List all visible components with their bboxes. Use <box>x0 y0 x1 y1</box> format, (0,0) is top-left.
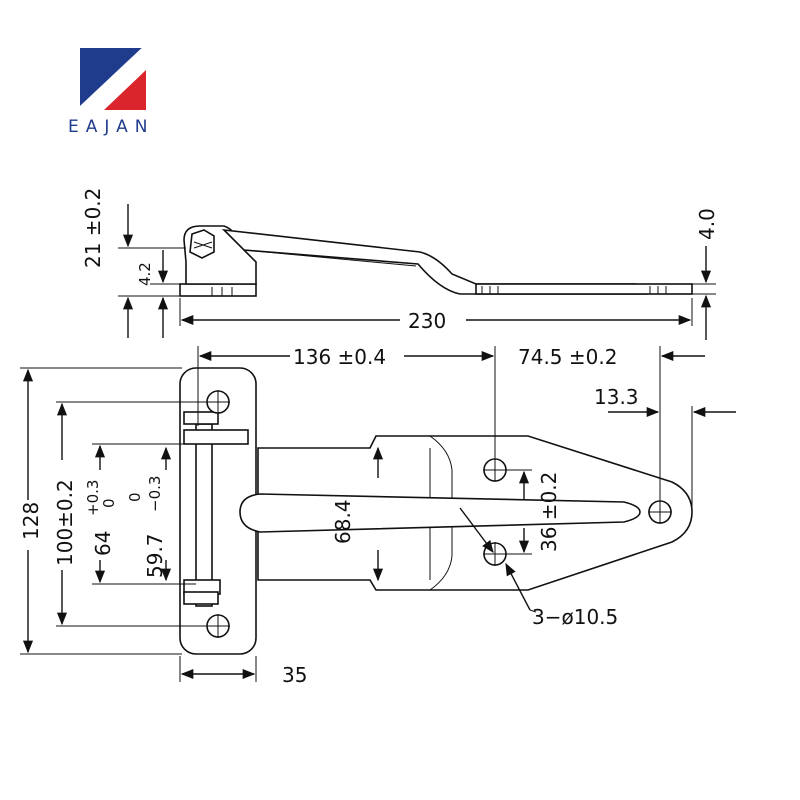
plan-view <box>179 367 693 655</box>
dim-hole-spacing: 100±0.2 <box>53 479 77 566</box>
side-view <box>179 225 693 297</box>
brand-logo: EAJAN <box>68 45 154 137</box>
dim-pivot-to-hole: 136 ±0.4 <box>293 345 386 369</box>
logo-stroke <box>77 45 149 113</box>
dim-59-tol-upper: 0 <box>126 492 144 502</box>
dim-end-offset: 13.3 <box>594 385 639 409</box>
dim-end-thickness: 4.0 <box>695 208 719 240</box>
strap-hole-end <box>648 500 672 524</box>
dim-59-tol-lower: −0.3 <box>146 476 164 512</box>
dim-hole-to-end: 74.5 ±0.2 <box>518 345 617 369</box>
hinge-nut-hex <box>189 229 215 259</box>
dim-overall-length: 230 <box>408 309 446 333</box>
strap-slot <box>239 493 641 533</box>
plan-dimensions: 136 ±0.4 74.5 ±0.2 13.3 128 100±0.2 64 +… <box>19 345 736 687</box>
dim-side-height: 21 ±0.2 <box>81 188 105 268</box>
dim-holes-callout: 3−ø10.5 <box>532 605 618 629</box>
dim-strap-width: 68.4 <box>331 499 355 544</box>
dim-plate-height: 128 <box>19 502 43 540</box>
dim-64-tol-upper: +0.3 <box>84 480 102 516</box>
dim-64-tol-lower: 0 <box>100 498 118 508</box>
dim-plate-width: 35 <box>282 663 307 687</box>
dim-64: 64 <box>91 531 115 556</box>
dim-59: 59.7 <box>143 533 167 578</box>
side-dimensions: 21 ±0.2 4.2 4.0 230 <box>81 188 719 340</box>
brand-name: EAJAN <box>68 117 154 137</box>
logo-red-shape <box>104 70 146 110</box>
dim-side-thickness: 4.2 <box>136 262 154 286</box>
dim-strap-hole-spacing: 36 ±0.2 <box>537 472 561 552</box>
